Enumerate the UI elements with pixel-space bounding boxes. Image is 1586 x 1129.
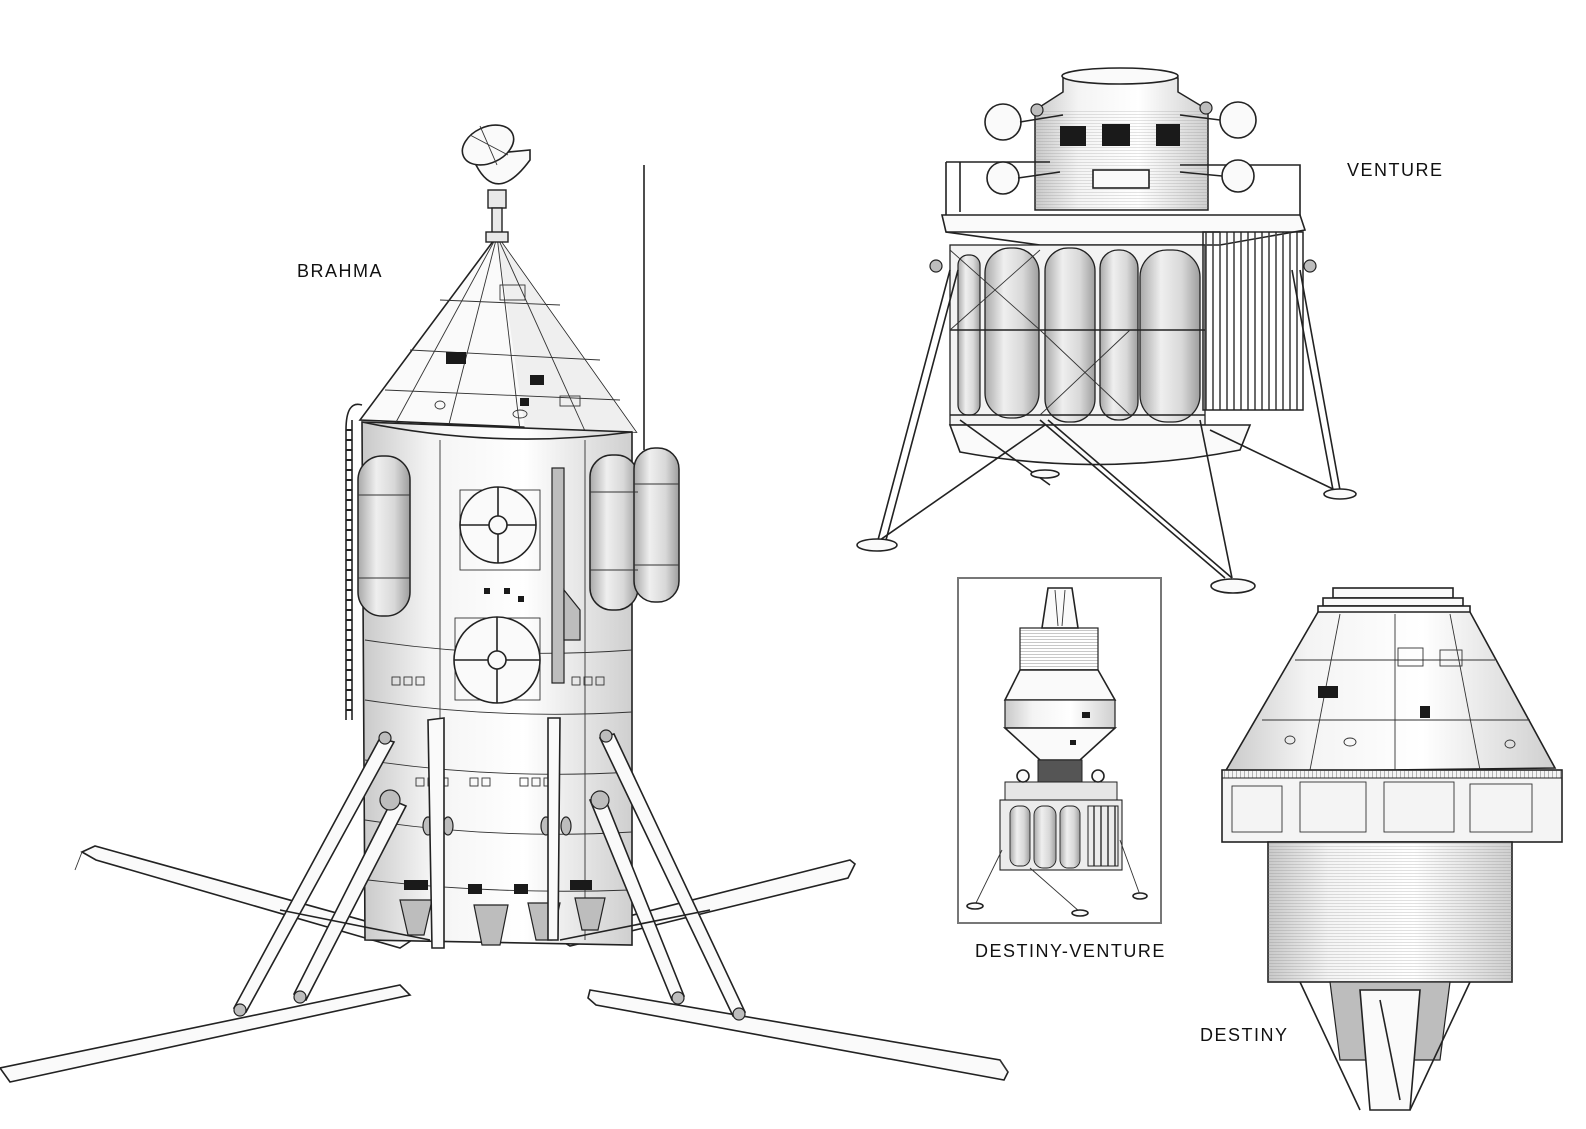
destiny-ring-panels [1231,781,1533,833]
destiny-module-illustration [1221,587,1563,1111]
destiny-docking-collar [1317,587,1471,615]
destiny-venture-stack [966,587,1148,917]
destiny-command-cone [1223,611,1557,773]
upper-hatch [459,486,541,571]
destiny-venture-inset [957,577,1162,924]
command-cone [358,231,638,433]
brahma-landing-legs [232,717,747,1021]
venture-rcs-thrusters [929,101,1317,273]
venture-label: VENTURE [1347,160,1444,180]
destiny-engine-struts [1299,981,1471,1111]
venture-descent-skirt [948,424,1252,466]
venture-landing-legs [856,269,1357,594]
destiny-equipment-ring [1221,769,1563,843]
brahma-side-tanks [357,447,680,617]
venture-lander-illustration [856,67,1357,594]
dish-antenna [461,124,531,235]
destiny-label: DESTINY [1200,1025,1289,1045]
brahma-label: BRAHMA [297,261,384,281]
destiny-cone-details [1262,613,1530,771]
lower-hatch [453,616,541,704]
venture-crew-module [1034,67,1209,211]
destiny-venture-label: DESTINY-VENTURE [975,941,1166,961]
brahma-lander-illustration [0,124,1009,1083]
brahma-engine-nozzles [399,897,606,946]
boarding-ladder [345,403,363,720]
radiator-panel [1202,231,1304,411]
venture-propellant-tanks [949,244,1206,426]
